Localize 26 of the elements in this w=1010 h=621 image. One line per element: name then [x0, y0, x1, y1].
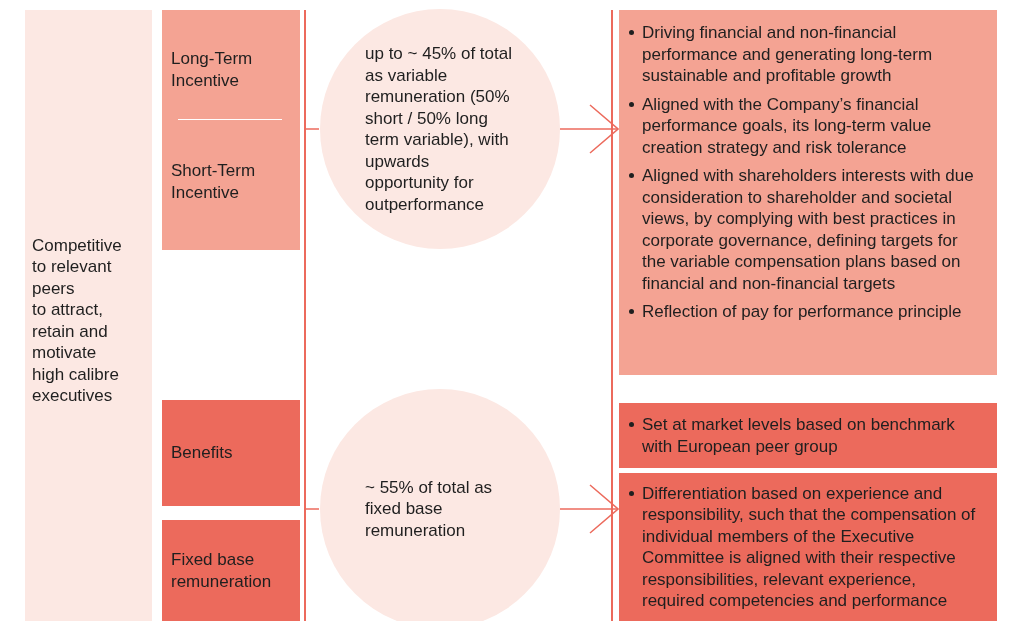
description-box — [619, 403, 997, 468]
bullet-text: Set at market levels based on benchmark with European peer group — [642, 414, 956, 457]
description-box — [619, 473, 997, 621]
box-label: Long-Term Incentive — [171, 48, 254, 91]
box-label: Benefits — [171, 442, 234, 464]
bullet-text: Aligned with the Company’s financial performance goals, its long-term value creation strategy and risk tolerance — [642, 93, 933, 158]
bracket-line — [611, 10, 613, 621]
bullet-text: Differentiation based on experience and responsibility, such that the compensation of individual members of the Executive Committee is aligned with their respective responsibilities, relevant experience, required competencies and performance — [642, 482, 977, 612]
category-box — [162, 520, 300, 621]
bullet-text: Driving financial and non-financial performance and generating long-term sustainable and profitable growth — [642, 22, 934, 87]
circle-text: ~ 55% of total as fixed base remuneration — [365, 476, 494, 542]
bracket-line — [304, 10, 306, 621]
connector-line — [305, 508, 320, 510]
panel-text: to attract, retain and motivate high calibre executives — [32, 299, 120, 407]
box-label: Fixed base remuneration — [171, 549, 273, 592]
category-box — [162, 400, 300, 506]
bullet-text: Aligned with shareholders interests with due consideration to shareholder and societal views, by complying with best practices in corporate governance, defining targets for the variable compensation plans based on financial and non-financial targets — [642, 165, 975, 294]
connector-line — [305, 128, 320, 130]
bullet-text: Reflection of pay for performance principle — [642, 301, 962, 323]
arrow — [559, 484, 619, 534]
incentive-box — [162, 10, 300, 250]
box-label: Short-Term Incentive — [171, 160, 257, 203]
circle-text: up to ~ 45% of total as variable remuneration (50% short / 50% long term variable), with upwards opportunity for outperformance — [365, 43, 513, 215]
side-panel — [25, 10, 152, 621]
description-box — [619, 10, 997, 375]
arrow — [559, 104, 619, 154]
